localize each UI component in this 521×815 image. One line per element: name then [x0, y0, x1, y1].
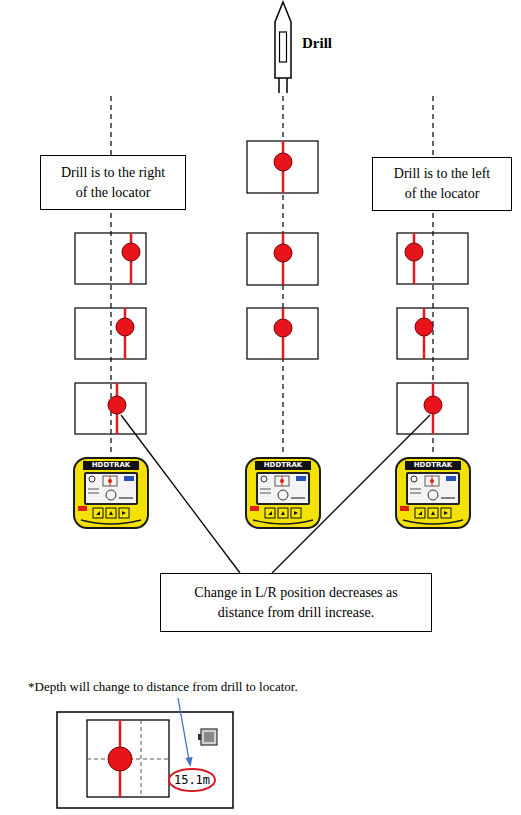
- display-left: [75, 233, 146, 434]
- node-text: 15.1m: [174, 773, 210, 787]
- drill-body: [275, 2, 291, 78]
- locator-device: [396, 458, 470, 528]
- node-text: Change in L/R position decreases as dist…: [173, 583, 419, 623]
- drill-slot: [280, 32, 287, 62]
- position-marker: [108, 233, 140, 434]
- callout-box: Change in L/R position decreases as dist…: [160, 573, 432, 632]
- leader-line: [121, 415, 240, 573]
- position-marker: [405, 233, 442, 434]
- ellipse-outline: [169, 769, 215, 791]
- device-brand: HDDTRAK: [405, 461, 461, 470]
- pointer-arrowhead: [186, 757, 193, 767]
- battery-icon: [198, 729, 217, 745]
- distance-readout: 15.1m: [168, 768, 216, 792]
- locator-device: [74, 458, 148, 528]
- note-box: Drill is to the left of the locator: [372, 157, 512, 211]
- screen-frame: [57, 712, 233, 808]
- node-text: Drill is to the right of the locator: [55, 163, 171, 203]
- node-text: Drill is to the left of the locator: [387, 164, 497, 204]
- display-center: [247, 141, 318, 359]
- position-marker: [108, 747, 132, 771]
- leader-line: [272, 415, 430, 573]
- pointer-arrow: [178, 698, 189, 760]
- crosshair: [141, 720, 142, 797]
- device-brand: HDDTRAK: [255, 461, 311, 470]
- display-right: [397, 233, 468, 434]
- note-box: Drill is to the right of the locator: [40, 155, 186, 210]
- drill-leg: [286, 78, 288, 93]
- display-window: [87, 720, 169, 797]
- drill-label: Drill: [302, 34, 332, 52]
- position-marker: [274, 141, 292, 359]
- locator-device: [246, 458, 320, 528]
- drill-leg: [278, 78, 280, 93]
- device-brand: HDDTRAK: [83, 461, 139, 470]
- guide-line: [282, 96, 283, 455]
- footnote: *Depth will change to distance from dril…: [28, 679, 298, 695]
